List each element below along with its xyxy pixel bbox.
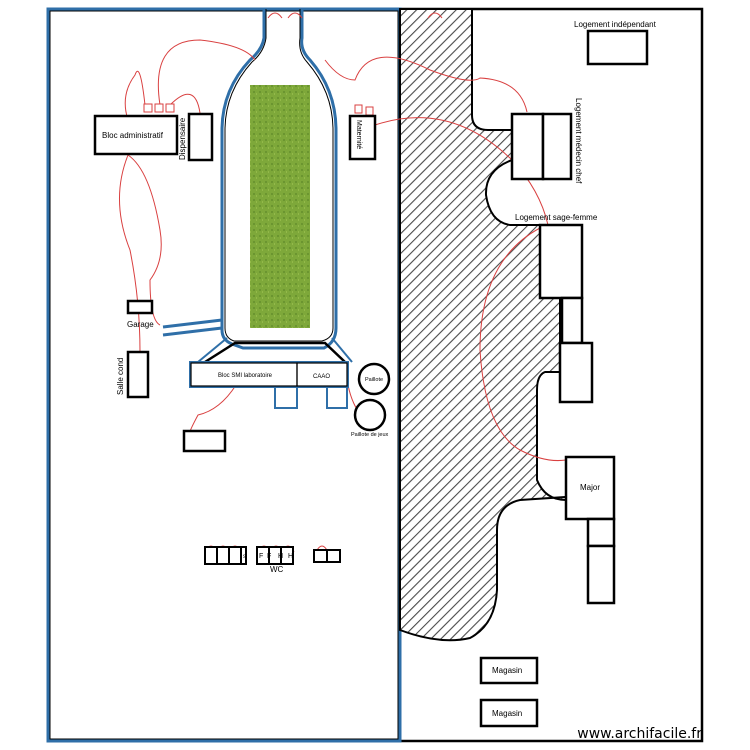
garage <box>126 299 154 315</box>
wc-stub-mark: s <box>243 554 246 560</box>
label-logement-independant: Logement indépendant <box>574 20 657 29</box>
lab-blue-link-right <box>331 337 353 363</box>
salle-cond <box>126 350 150 399</box>
wc-mark-3: H <box>278 553 283 560</box>
outbuilding <box>182 429 227 453</box>
watermark: www.archifacile.fr <box>577 726 702 742</box>
label-bloc-smi-laboratoire: Bloc SMI laboratoire <box>218 373 273 379</box>
wc-mark-4: H <box>288 553 293 560</box>
logement-medecin-chef-right <box>541 112 573 181</box>
label-paillote: Paillote <box>365 377 383 383</box>
ramp-top <box>162 318 223 329</box>
courtyard-inner-wall <box>224 9 334 342</box>
wc-block <box>204 546 341 565</box>
courtyard-outline <box>220 9 338 350</box>
magasin-2 <box>479 698 539 728</box>
logement-sage-femme <box>538 223 584 300</box>
label-dispensaire: Dispensaire <box>178 117 187 160</box>
label-logement-sage-femme: Logement sage-femme <box>515 213 598 222</box>
maternite <box>348 114 377 161</box>
major-annex-1 <box>586 517 616 548</box>
lab-annex-left <box>274 386 298 409</box>
dispensaire <box>187 112 214 162</box>
logement-medecin-chef-left <box>510 112 545 181</box>
paillote <box>357 362 391 396</box>
lab-block-frame <box>189 361 349 388</box>
major <box>564 455 616 521</box>
lab-blue-link-left <box>197 337 228 363</box>
label-bloc-administratif: Bloc administratif <box>102 131 164 140</box>
corridor-block <box>560 296 584 345</box>
label-maternite: Maternité <box>355 120 362 149</box>
paillote-de-jeux <box>353 398 387 432</box>
ramp-bottom <box>162 326 223 337</box>
bloc-administratif <box>93 114 179 156</box>
label-logement-medecin-chef: Logement médecin chef <box>574 98 583 184</box>
caao <box>296 362 348 387</box>
health-center-inner-wall <box>49 10 399 740</box>
hatched-road-area <box>399 8 567 642</box>
wc-mark-1: F <box>259 553 263 560</box>
wc-mark-2: F <box>267 553 271 560</box>
label-wc: WC <box>270 565 284 574</box>
label-garage: Garage <box>127 320 154 329</box>
lawn <box>250 85 310 328</box>
label-salle-cond: Salle cond <box>116 358 125 395</box>
annex-block <box>558 341 594 404</box>
label-magasin-2: Magasin <box>492 709 522 718</box>
label-paillote-de-jeux: Paillote de jeux <box>351 432 389 438</box>
label-major: Major <box>580 483 600 492</box>
major-annex-2 <box>586 544 616 605</box>
lab-roof-outline <box>204 341 346 364</box>
door-markers <box>143 103 374 116</box>
label-caao: CAAO <box>313 374 330 380</box>
magasin-1 <box>479 656 539 685</box>
logement-independant <box>586 29 649 66</box>
lab-annex-right <box>326 386 348 409</box>
label-magasin-1: Magasin <box>492 666 522 675</box>
